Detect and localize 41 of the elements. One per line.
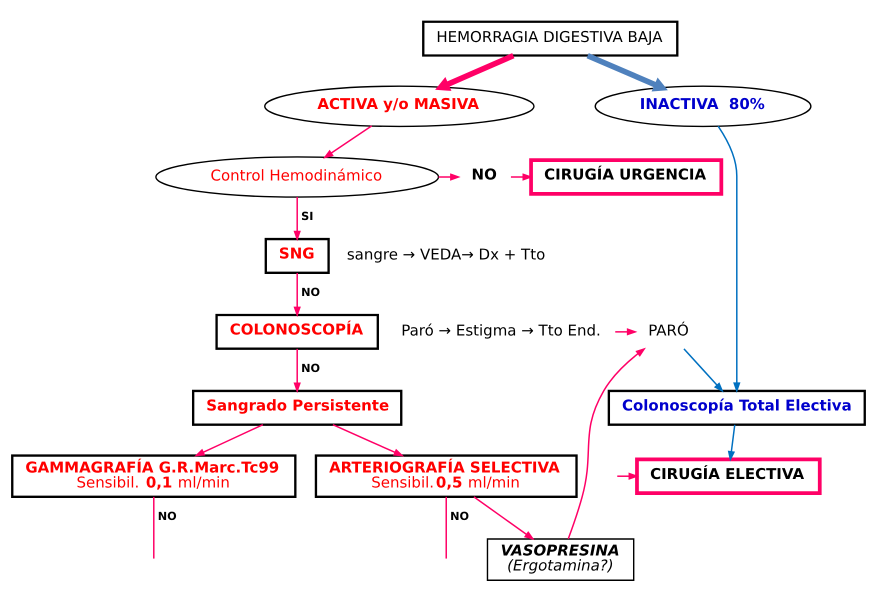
node-box: COLONOSCOPÍA: [215, 313, 379, 350]
edge-label: NO: [301, 285, 320, 298]
arrow: [294, 272, 301, 317]
arrow: [586, 52, 668, 91]
arrow: [332, 423, 404, 456]
arrow: [322, 124, 372, 158]
connector: [445, 496, 447, 558]
arrow: [568, 347, 646, 539]
node-box: Colonoscopía Total Electiva: [608, 389, 866, 426]
node-text: Paró → Estigma → Tto End.: [401, 320, 601, 339]
arrow: [728, 424, 736, 462]
edge-label: NO: [450, 509, 470, 522]
edge-label: NO: [301, 361, 320, 374]
arrow: [194, 423, 264, 456]
arrow: [615, 328, 638, 336]
node-box: VASOPRESINA (Ergotamina?): [486, 538, 634, 580]
arrow: [683, 348, 724, 392]
node-text: PARÓ: [648, 320, 689, 339]
node-box: SNG: [264, 237, 330, 274]
node-box: ARTERIOGRAFÍA SELECTIVA Sensibil.0,5 ml/min: [314, 454, 578, 498]
node-ellipse: INACTIVA 80%: [594, 85, 812, 127]
node-ellipse: Control Hemodinámico: [155, 156, 440, 198]
node-box: HEMORRAGIA DIGESTIVA BAJA: [422, 20, 678, 56]
arrow: [438, 172, 461, 180]
arrow: [435, 52, 514, 90]
edge-label: NO: [158, 509, 177, 522]
arrow: [718, 125, 740, 392]
node-box: Sangrado Persistente: [192, 389, 402, 426]
arrow: [617, 472, 640, 480]
node-ellipse: ACTIVA y/o MASIVA: [264, 85, 535, 127]
arrow: [294, 348, 301, 393]
node-label: sangre → VEDA→ Dx + Tto: [346, 245, 546, 263]
node-box: CIRUGÍA URGENCIA: [529, 158, 724, 196]
node-text: NO: [472, 165, 497, 184]
arrow: [510, 172, 533, 180]
connector: [153, 496, 155, 558]
node-box: GAMMAGRAFÍA G.R.Marc.Tc99 Sensibil. 0,1 ml/min: [11, 454, 296, 498]
node-box: CIRUGÍA ELECTIVA: [635, 456, 822, 494]
edge-label: SI: [301, 209, 314, 222]
arrow: [473, 496, 535, 540]
arrow: [294, 196, 301, 241]
